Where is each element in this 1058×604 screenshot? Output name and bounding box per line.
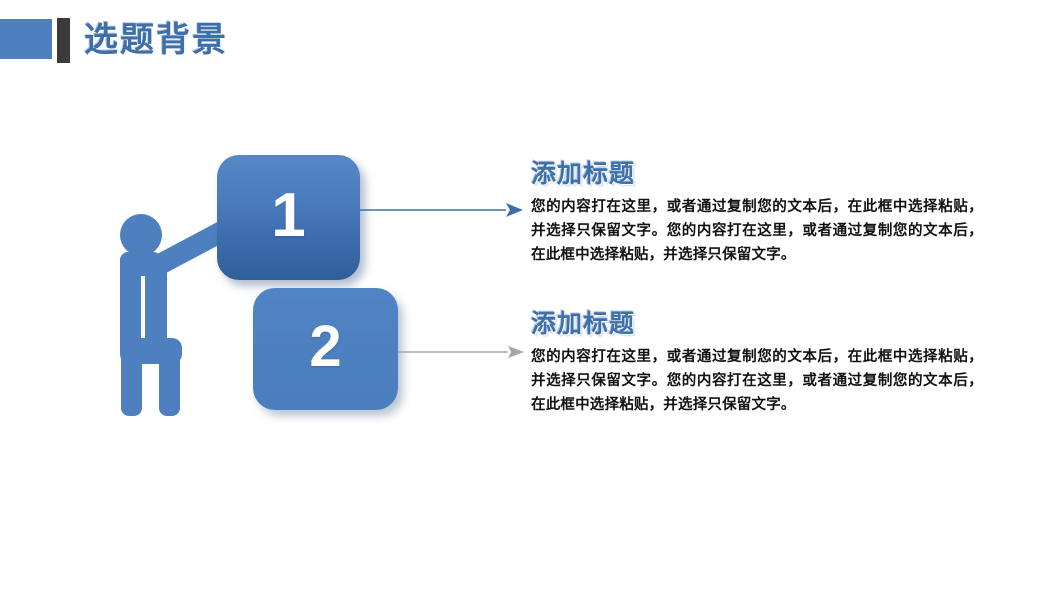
arrow-right-icon-2 — [398, 340, 526, 369]
content-block-2-body: 您的内容打在这里，或者通过复制您的文本后，在此框中选择粘贴，并选择只保留文字。您… — [531, 349, 983, 413]
header-dark-bar — [57, 18, 70, 63]
content-block-1-body: 您的内容打在这里，或者通过复制您的文本后，在此框中选择粘贴，并选择只保留文字。您… — [531, 199, 983, 263]
content-block-2-heading: 添加标题 — [531, 310, 636, 338]
content-block-1-heading: 添加标题 — [531, 160, 636, 188]
content-block-2: 添加标题 您的内容打在这里，或者通过复制您的文本后，在此框中选择粘贴，并选择只保… — [531, 308, 991, 417]
number-box-1-label: 1 — [271, 180, 306, 250]
content-block-1: 添加标题 您的内容打在这里，或者通过复制您的文本后，在此框中选择粘贴，并选择只保… — [531, 158, 991, 267]
number-box-2[interactable]: 2 — [253, 288, 398, 410]
header-accent-block — [0, 19, 52, 59]
number-box-1[interactable]: 1 — [217, 155, 360, 280]
arrow-right-icon-1 — [360, 198, 525, 227]
number-box-2-label: 2 — [309, 314, 342, 379]
page-title: 选题背景 — [84, 21, 228, 59]
